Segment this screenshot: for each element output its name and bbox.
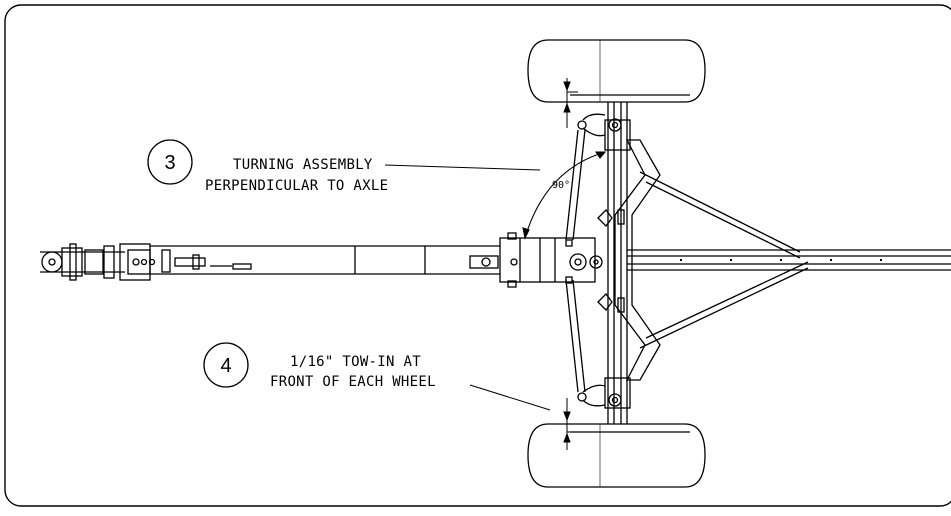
callout-4-number: 4: [220, 355, 231, 377]
drawing-border: [4, 4, 951, 507]
tow-in-marker-bottom: [563, 398, 578, 450]
tongue: [40, 232, 603, 288]
a-frame: [597, 139, 809, 381]
tow-in-marker-top: [563, 78, 578, 128]
angle-label: 90°: [552, 180, 570, 191]
angle-indicator: [522, 151, 607, 240]
callout-4: 4 1/16" TOW-IN AT FRONT OF EACH WHEEL: [203, 342, 551, 411]
callout-4-circle: [203, 342, 249, 388]
callout-3-line-1: TURNING ASSEMBLY: [233, 157, 373, 173]
frame-rails: [627, 249, 951, 271]
callout-3-line-2: PERPENDICULAR TO AXLE: [205, 178, 388, 194]
callout-4-line-2: FRONT OF EACH WHEEL: [270, 374, 436, 390]
callout-3: 3 TURNING ASSEMBLY PERPENDICULAR TO AXLE: [147, 139, 541, 194]
axle: [582, 102, 631, 424]
tie-rods: [565, 120, 587, 402]
callout-3-number: 3: [164, 152, 175, 174]
top-wheel: [527, 39, 706, 103]
callout-4-line-1: 1/16" TOW-IN AT: [290, 354, 421, 370]
callout-4-leader: [469, 384, 551, 411]
callout-3-leader: [384, 164, 541, 171]
callout-3-circle: [147, 139, 193, 185]
bottom-wheel: [527, 423, 706, 488]
